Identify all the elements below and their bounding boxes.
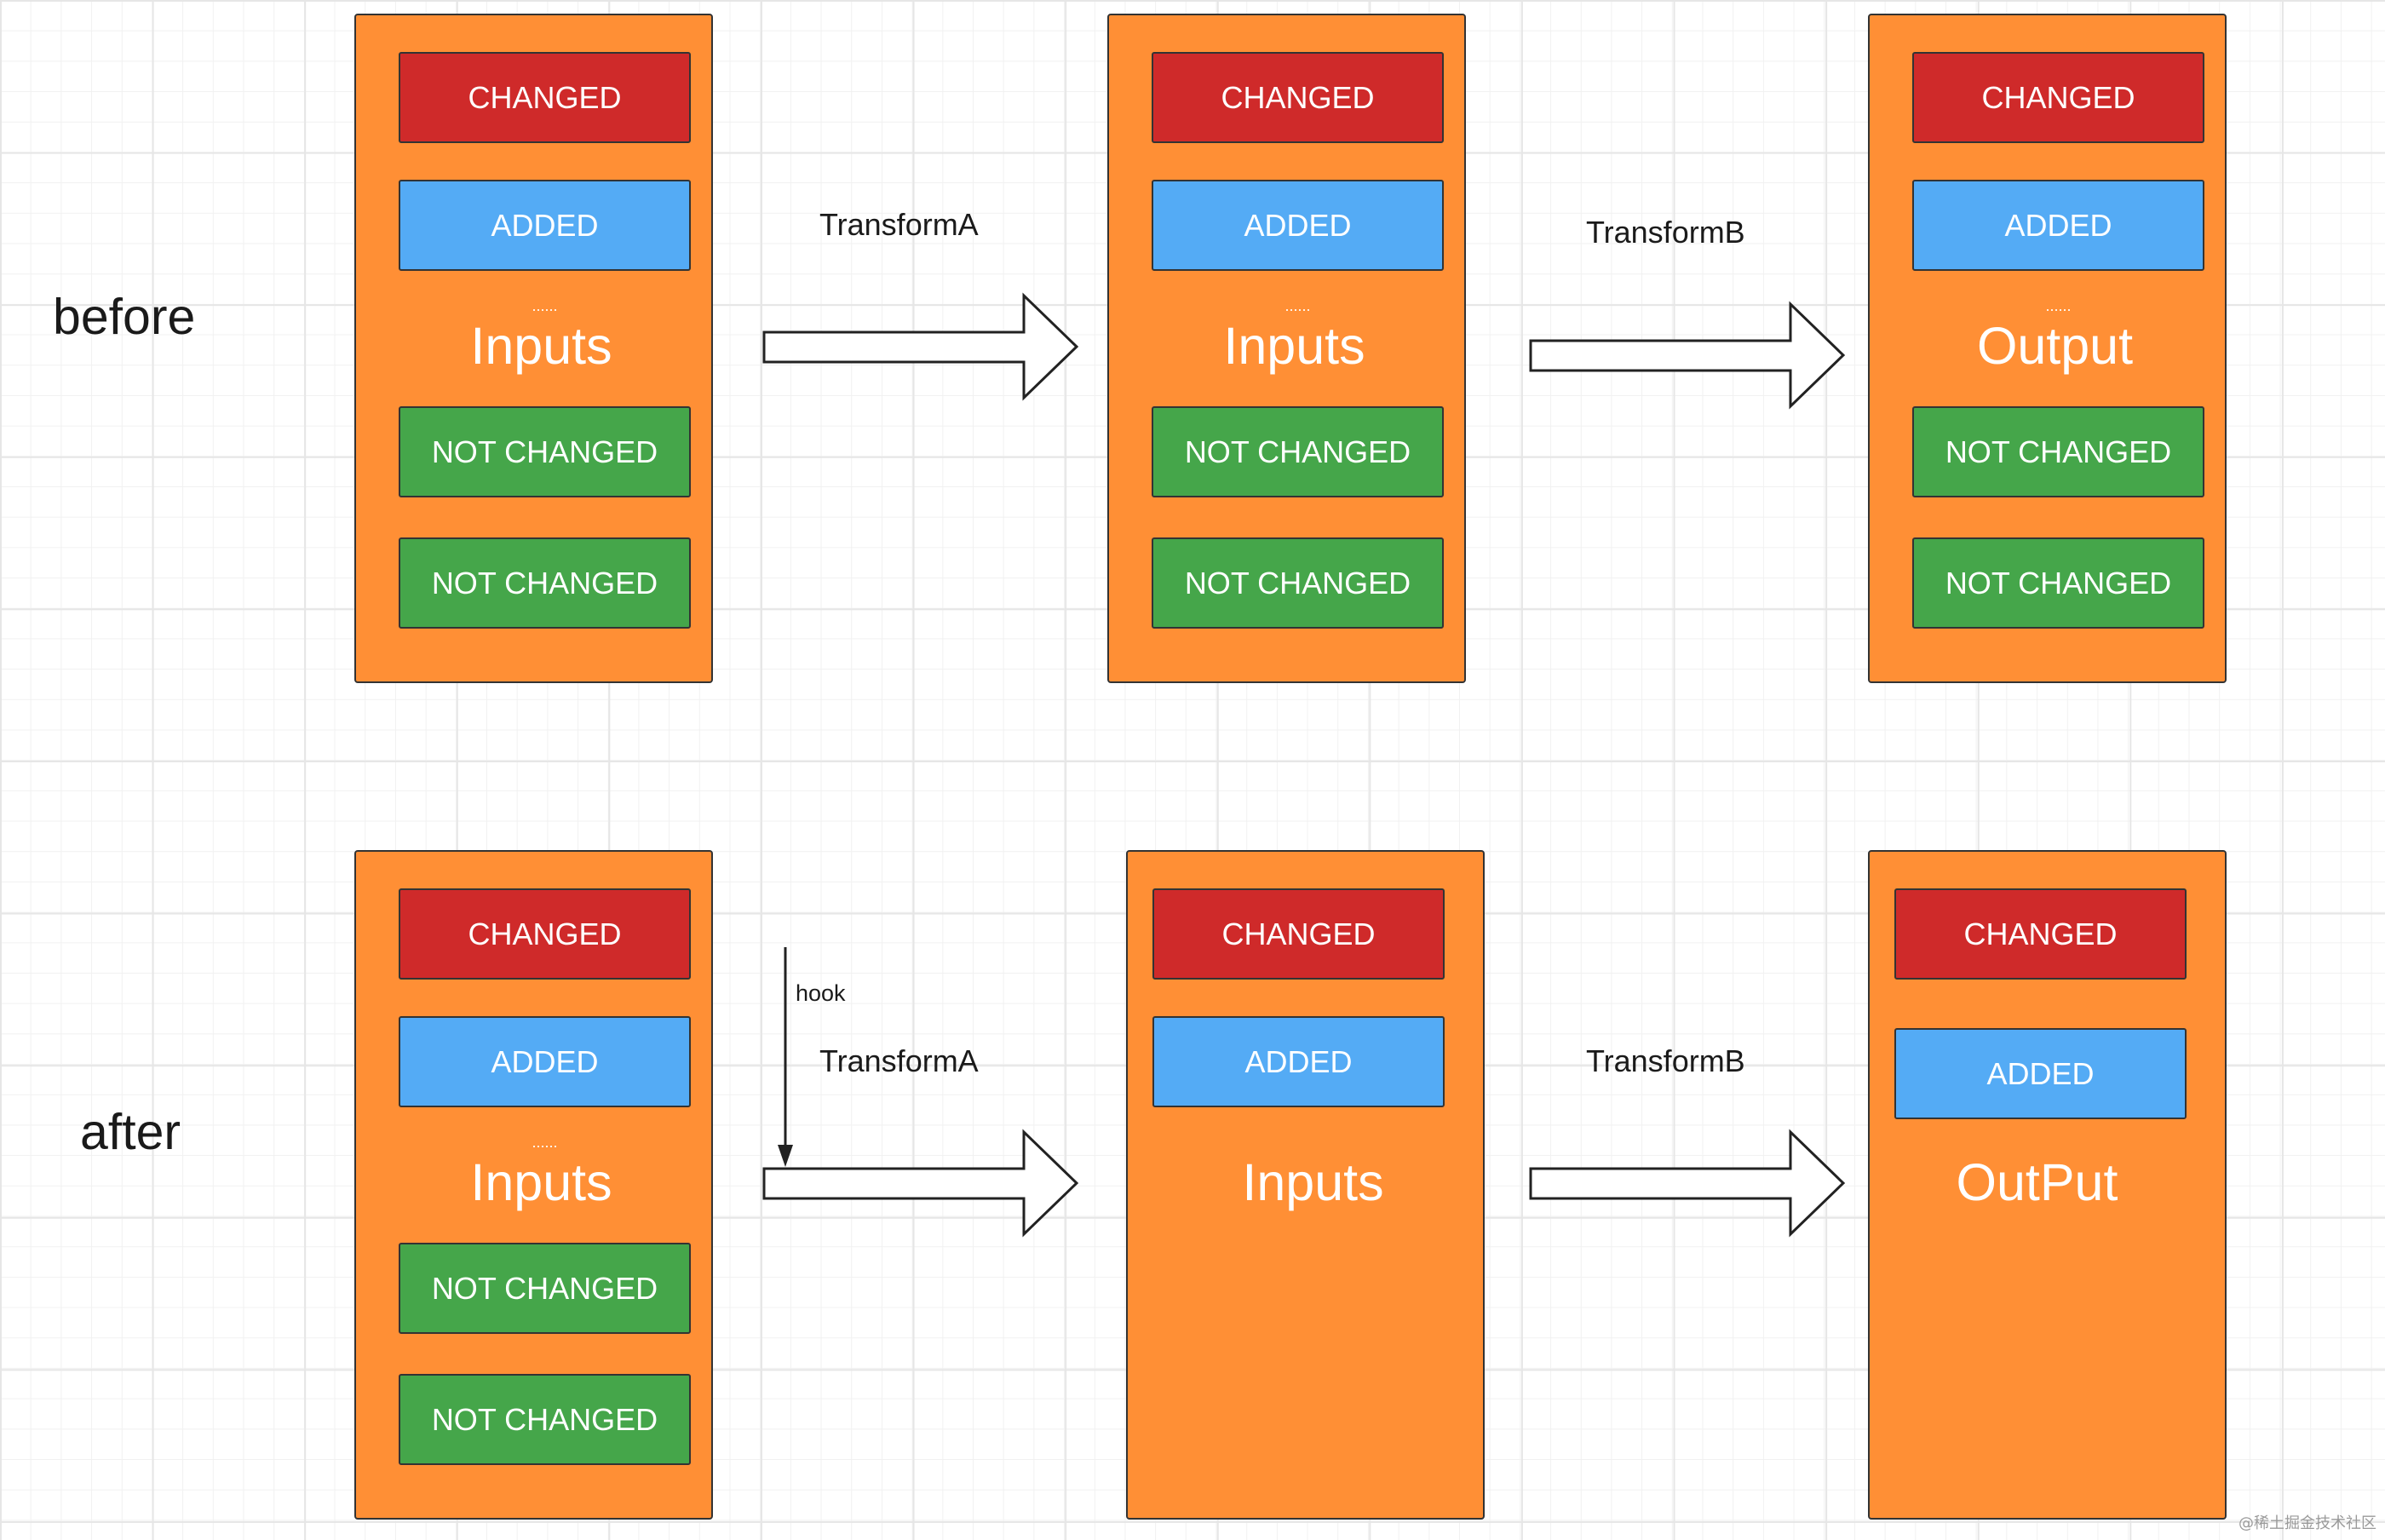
arrow-right-icon — [762, 1129, 1079, 1238]
panel-after-middle-inputs: CHANGED ADDED Inputs — [1126, 850, 1485, 1520]
panel-before-inputs: CHANGED ADDED ...... Inputs NOT CHANGED … — [354, 14, 713, 683]
panel-title: Inputs — [470, 317, 612, 375]
item-not-changed: NOT CHANGED — [399, 1374, 691, 1465]
item-not-changed: NOT CHANGED — [1152, 537, 1444, 629]
item-not-changed: NOT CHANGED — [1912, 406, 2204, 497]
watermark: @稀土掘金技术社区 — [2238, 1514, 2376, 1532]
item-not-changed: NOT CHANGED — [399, 537, 691, 629]
item-changed: CHANGED — [399, 52, 691, 143]
arrow-right-icon — [1529, 301, 1846, 410]
panel-title: Inputs — [1223, 317, 1365, 375]
item-changed: CHANGED — [1894, 888, 2187, 980]
item-not-changed: NOT CHANGED — [399, 406, 691, 497]
transform-a-label: TransformA — [819, 207, 979, 242]
arrow-right-icon — [762, 292, 1079, 401]
panel-after-inputs: CHANGED ADDED ...... Inputs NOT CHANGED … — [354, 850, 713, 1520]
row-label-after: after — [80, 1104, 181, 1160]
item-added: ADDED — [399, 1016, 691, 1107]
transform-b-label: TransformB — [1586, 215, 1745, 250]
item-changed: CHANGED — [1912, 52, 2204, 143]
item-not-changed: NOT CHANGED — [1152, 406, 1444, 497]
item-added: ADDED — [1152, 180, 1444, 271]
hook-label: hook — [796, 980, 846, 1006]
item-changed: CHANGED — [1152, 52, 1444, 143]
item-added: ADDED — [1912, 180, 2204, 271]
panel-title: Output — [1976, 317, 2134, 375]
ellipsis: ...... — [532, 1134, 558, 1151]
panel-before-middle-inputs: CHANGED ADDED ...... Inputs NOT CHANGED … — [1107, 14, 1466, 683]
transform-b-label: TransformB — [1586, 1043, 1745, 1078]
item-changed: CHANGED — [399, 888, 691, 980]
row-label-before: before — [53, 289, 196, 345]
item-changed: CHANGED — [1152, 888, 1445, 980]
panel-title: Inputs — [1242, 1153, 1384, 1211]
panel-after-output: CHANGED ADDED OutPut — [1868, 850, 2227, 1520]
transform-a-label: TransformA — [819, 1043, 979, 1078]
panel-title: OutPut — [1956, 1153, 2118, 1211]
panel-title: Inputs — [470, 1153, 612, 1211]
item-added: ADDED — [1894, 1028, 2187, 1119]
item-added: ADDED — [1152, 1016, 1445, 1107]
panel-before-output: CHANGED ADDED ...... Output NOT CHANGED … — [1868, 14, 2227, 683]
item-added: ADDED — [399, 180, 691, 271]
arrow-right-icon — [1529, 1129, 1846, 1238]
ellipsis: ...... — [1284, 297, 1311, 314]
item-not-changed: NOT CHANGED — [399, 1243, 691, 1334]
hook-arrow-icon — [778, 947, 793, 1167]
ellipsis: ...... — [532, 297, 558, 314]
item-not-changed: NOT CHANGED — [1912, 537, 2204, 629]
ellipsis: ...... — [2045, 297, 2072, 314]
